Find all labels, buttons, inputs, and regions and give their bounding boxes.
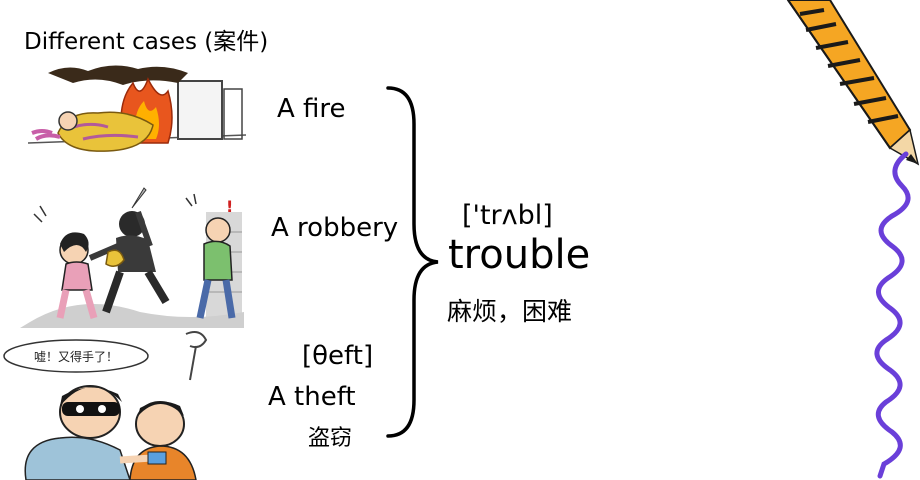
- speech-bubble-text: 嘘！又得手了！: [34, 349, 118, 364]
- door: [177, 80, 223, 140]
- trouble-phonetic: ['trʌbl]: [462, 200, 553, 231]
- case-theft-chinese: 盗窃: [308, 426, 353, 451]
- pencil-decoration: [786, 0, 920, 166]
- case-theft-label: A theft: [268, 382, 356, 412]
- robbery-cartoon: !: [20, 172, 244, 328]
- fire-cartoon: [28, 63, 246, 163]
- bystander-head: [205, 217, 231, 243]
- blanket: [57, 111, 154, 152]
- trouble-chinese: 麻烦，困难: [447, 297, 573, 326]
- handbag: [105, 249, 125, 267]
- knife: [131, 187, 147, 209]
- wallet: [147, 451, 167, 465]
- squiggle-decoration: [874, 151, 911, 479]
- case-theft-phonetic: [θeft]: [302, 341, 374, 371]
- trouble-word: trouble: [448, 232, 591, 278]
- svg-text:!: !: [226, 197, 233, 216]
- thief-mask: [62, 402, 120, 416]
- theft-cartoon: 嘘！又得手了！: [0, 330, 240, 480]
- smoke: [48, 65, 188, 85]
- slide-heading: Different cases (案件): [24, 29, 269, 55]
- curly-brace: [386, 86, 439, 438]
- speech-bubble: [3, 339, 149, 373]
- case-fire-label: A fire: [277, 94, 346, 124]
- case-robbery-label: A robbery: [271, 213, 399, 243]
